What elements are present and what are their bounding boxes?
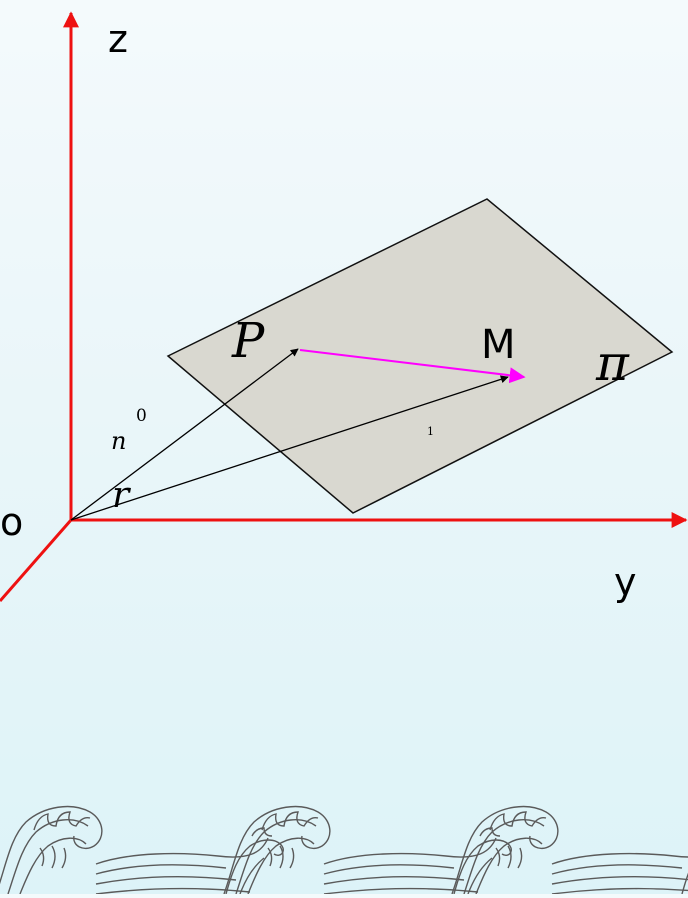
plane-pi <box>166 198 674 514</box>
vector-n-superscript: 0 <box>136 406 147 426</box>
vector-r-label: r <box>112 475 130 516</box>
x-axis <box>0 519 73 602</box>
z-axis-label: z <box>108 17 128 61</box>
vector-n-label: n <box>111 427 127 455</box>
point-m-label: M <box>481 322 516 368</box>
vector-op <box>70 348 299 521</box>
vector-r-subscript: 1 <box>427 425 434 438</box>
wave-border-decoration <box>0 805 688 895</box>
origin-label: o <box>0 500 24 544</box>
vector-pm <box>299 349 526 384</box>
y-axis-label: y <box>614 560 637 604</box>
plane-pi-label: π <box>596 334 629 392</box>
vector-om <box>70 375 509 521</box>
point-p-label: P <box>232 313 265 369</box>
